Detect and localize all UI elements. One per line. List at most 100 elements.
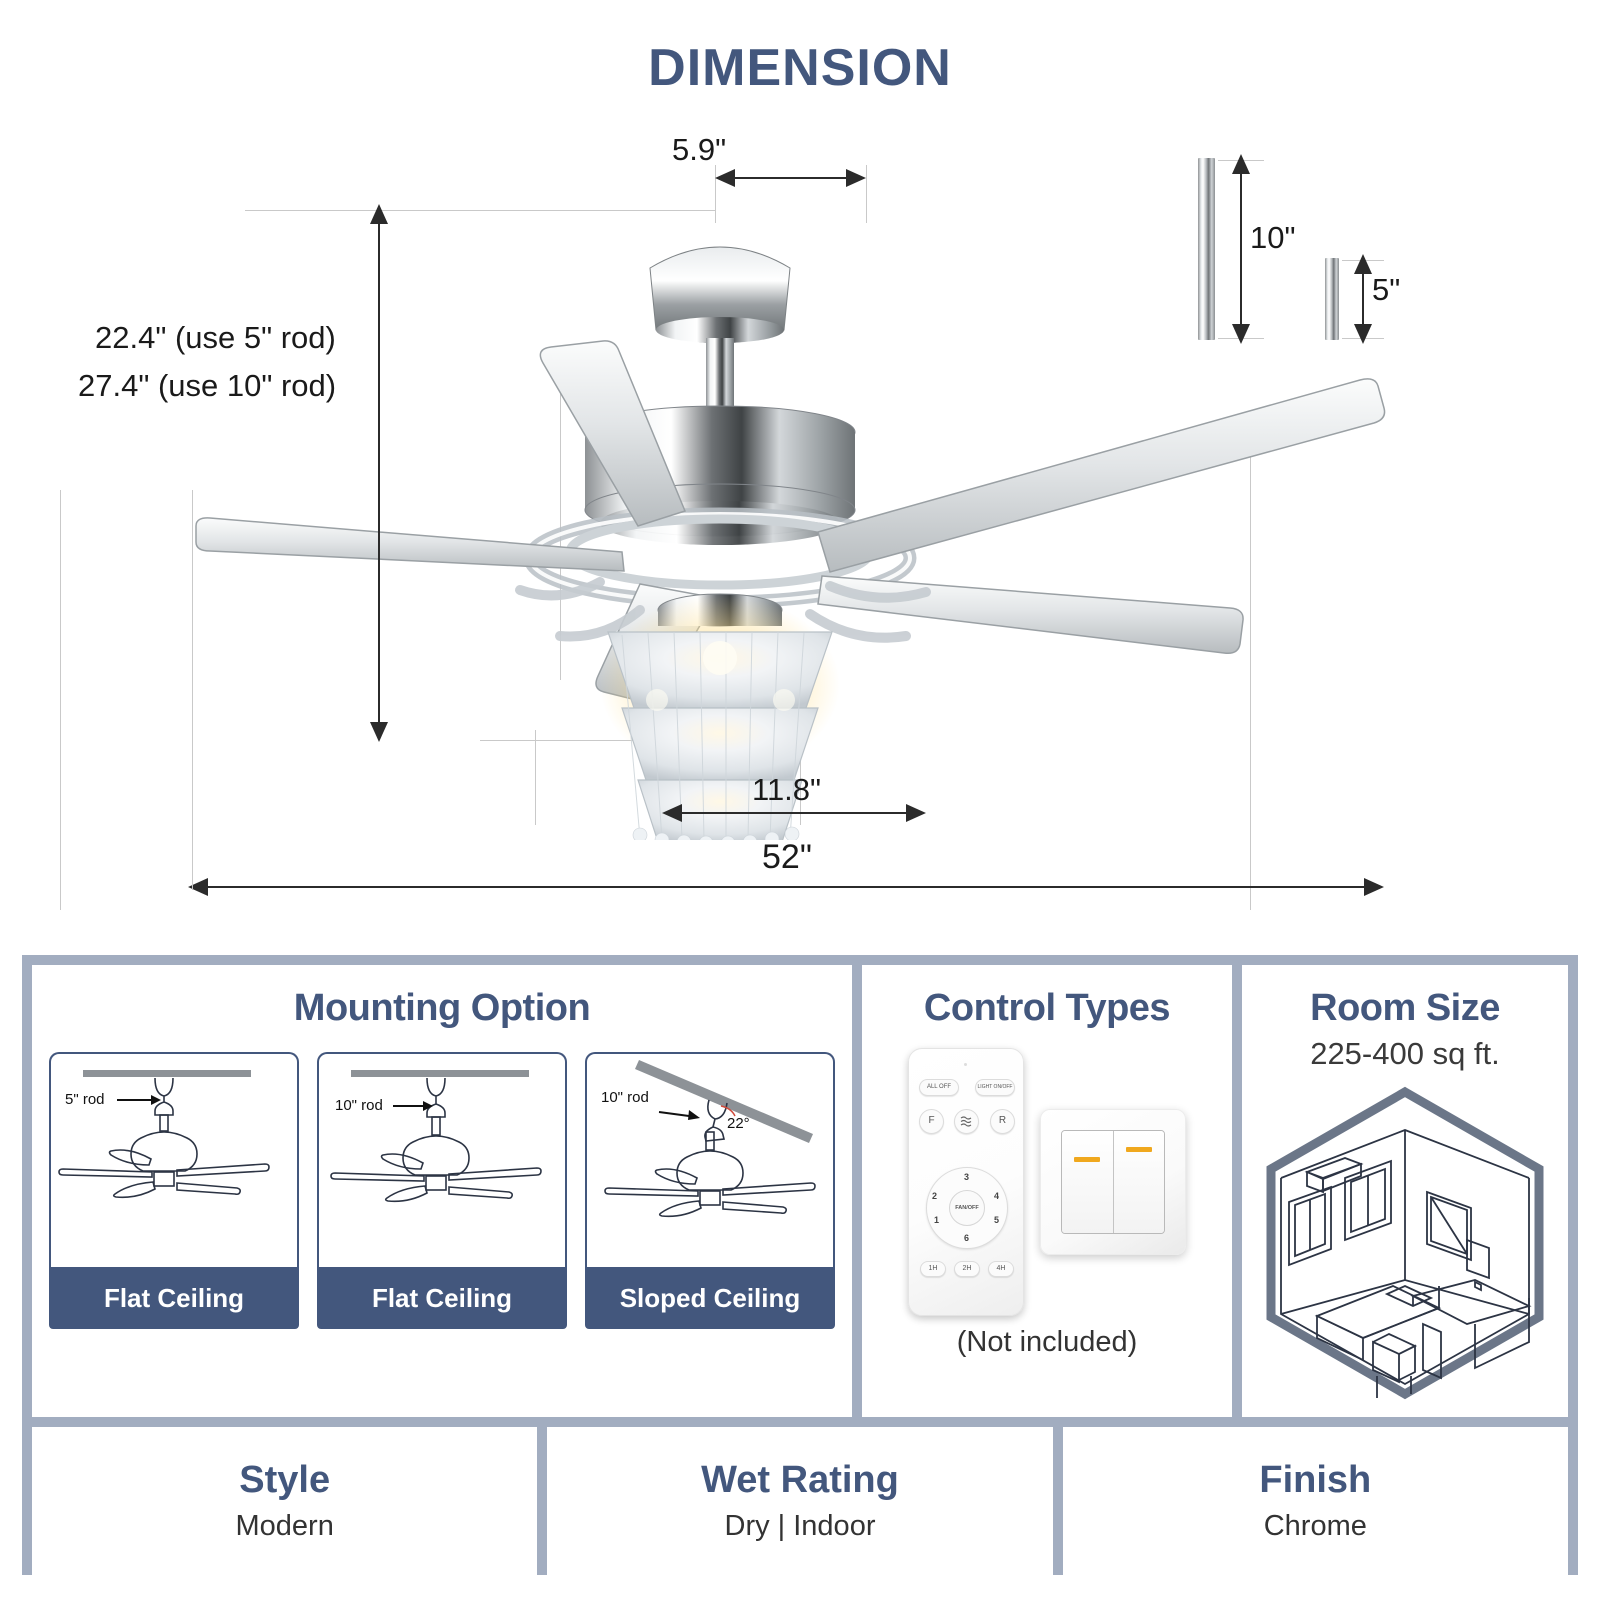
arrow-down-icon	[1232, 324, 1250, 344]
arrow-right-icon	[906, 804, 926, 822]
guide-line	[245, 210, 715, 211]
remote-timer-4h-button[interactable]: 4H	[988, 1261, 1014, 1277]
mounting-diagram-flat-10in: 10" rod	[317, 1052, 567, 1267]
mount-rod-label: 10" rod	[335, 1097, 383, 1114]
spec-wet-rating-title: Wet Rating	[701, 1459, 899, 1501]
remote-all-off-button[interactable]: ALL OFF	[919, 1079, 959, 1096]
downrod-5in	[1325, 258, 1339, 340]
arrow-up-icon	[1232, 154, 1250, 174]
mounting-option-title: Mounting Option	[293, 987, 591, 1029]
mounting-caption: Flat Ceiling	[49, 1267, 299, 1329]
dial-number[interactable]: 1	[934, 1215, 940, 1225]
spec-top-row: Mounting Option	[32, 965, 1568, 1417]
spec-wet-rating: Wet Rating Dry | Indoor	[547, 1427, 1053, 1575]
dim-blade-span: 52"	[762, 838, 812, 876]
remote-forward-button[interactable]: F	[919, 1109, 944, 1134]
dim-line-rod10	[1240, 166, 1242, 332]
control-devices: ALL OFF LIGHT ON/OFF F R FAN/OFF	[908, 1048, 1186, 1316]
dial-number[interactable]: 4	[994, 1191, 1000, 1201]
fan-flat-10-svg: 10" rod	[330, 1070, 542, 1203]
mounting-caption: Flat Ceiling	[317, 1267, 567, 1329]
arrow-up-icon	[1354, 254, 1372, 274]
spec-style: Style Modern	[32, 1427, 538, 1575]
dim-height-5-rod: 22.4" (use 5" rod)	[95, 320, 336, 355]
spec-panel: Mounting Option	[22, 955, 1578, 1575]
remote-fan-off-button[interactable]: FAN/OFF	[949, 1190, 985, 1226]
wall-switch-left-rocker[interactable]	[1062, 1131, 1113, 1233]
mounting-option-item[interactable]: 5" rod Flat Ceiling	[49, 1052, 299, 1329]
mounting-diagram-sloped: 10" rod 22°	[585, 1052, 835, 1267]
dim-light-width: 11.8"	[752, 772, 822, 807]
fan-flat-5-svg: 5" rod	[58, 1070, 270, 1199]
mounting-diagram-flat-5in: 5" rod	[49, 1052, 299, 1267]
rocker-indicator-icon	[1074, 1157, 1101, 1162]
room-illustration	[1255, 1084, 1555, 1402]
guide-line	[192, 490, 193, 890]
spec-finish: Finish Chrome	[1062, 1427, 1568, 1575]
control-types-title: Control Types	[923, 987, 1171, 1029]
dim-height-10-rod: 27.4" (use 10" rod)	[78, 368, 337, 403]
downrod-10in	[1198, 158, 1215, 340]
dial-number[interactable]: 3	[964, 1172, 970, 1182]
dim-canopy-width: 5.9"	[672, 132, 727, 167]
mount-rod-label: 10" rod	[601, 1089, 649, 1106]
remote-timer-1h-button[interactable]: 1H	[920, 1261, 946, 1277]
mounting-option-item[interactable]: 10" rod 22° Sloped Ceiling	[585, 1052, 835, 1329]
page-title: DIMENSION	[648, 39, 952, 97]
mounting-option-item[interactable]: 10" rod Flat Ceiling	[317, 1052, 567, 1329]
mounting-caption: Sloped Ceiling	[585, 1267, 835, 1329]
remote-fan-speed-icon-button[interactable]	[954, 1109, 979, 1134]
arrow-right-icon	[846, 169, 866, 187]
spec-style-title: Style	[239, 1459, 331, 1501]
dim-rod-5: 5"	[1372, 272, 1401, 307]
wall-switch-body	[1061, 1130, 1165, 1234]
remote-timer-2h-button[interactable]: 2H	[954, 1261, 980, 1277]
dimension-diagram: 5.9" 22.4" (use 5" rod) 27.4" (use 10" r…	[0, 120, 1600, 940]
spec-finish-title: Finish	[1259, 1459, 1372, 1501]
dim-line-light	[672, 812, 920, 814]
dim-line-span	[198, 886, 1378, 888]
arrow-left-icon	[662, 804, 682, 822]
arrow-right-icon	[1364, 878, 1384, 896]
remote-control[interactable]: ALL OFF LIGHT ON/OFF F R FAN/OFF	[908, 1048, 1024, 1316]
guide-line	[535, 730, 536, 825]
dial-number[interactable]: 5	[994, 1215, 1000, 1225]
mount-rod-label: 5" rod	[65, 1091, 105, 1108]
mounting-options-list: 5" rod Flat Ceiling	[49, 1052, 835, 1329]
dim-line-rod5	[1362, 266, 1364, 332]
fan-sloped-svg: 10" rod 22°	[601, 1060, 816, 1218]
spec-bottom-row: Style Modern Wet Rating Dry | Indoor Fin…	[32, 1427, 1568, 1575]
guide-line	[480, 740, 720, 741]
arrow-left-icon	[188, 878, 208, 896]
guide-line	[560, 350, 561, 680]
arrow-down-icon	[370, 722, 388, 742]
spec-style-value: Modern	[235, 1510, 334, 1542]
wall-switch[interactable]	[1040, 1109, 1186, 1255]
rocker-indicator-icon	[1125, 1147, 1152, 1152]
wall-switch-right-rocker[interactable]	[1112, 1131, 1164, 1233]
remote-led-icon	[964, 1063, 967, 1066]
spec-wet-rating-value: Dry | Indoor	[724, 1510, 876, 1542]
fan-speed-icon	[960, 1116, 972, 1127]
dial-number[interactable]: 2	[932, 1191, 938, 1201]
dim-line-canopy	[722, 177, 862, 179]
mount-angle-label: 22°	[727, 1115, 750, 1132]
room-size-title: Room Size	[1310, 987, 1500, 1029]
remote-speed-dial[interactable]: FAN/OFF 1 2 3 4 5 6	[926, 1167, 1008, 1249]
guide-line	[1250, 450, 1251, 910]
dim-rod-10: 10"	[1250, 220, 1296, 255]
guide-line	[866, 165, 867, 223]
room-hex-svg	[1266, 1086, 1544, 1400]
mounting-option-card: Mounting Option	[32, 965, 852, 1417]
arrow-left-icon	[715, 169, 735, 187]
remote-reverse-button[interactable]: R	[990, 1109, 1015, 1134]
control-types-card: Control Types ALL OFF LIGHT ON/OFF F	[862, 965, 1232, 1417]
guide-line	[60, 490, 61, 910]
dial-number[interactable]: 6	[964, 1233, 970, 1243]
remote-light-on-off-button[interactable]: LIGHT ON/OFF	[975, 1079, 1015, 1096]
ceiling-fan-illustration	[170, 180, 1420, 851]
dim-line-height	[378, 220, 380, 738]
room-size-card: Room Size 225-400 sq ft.	[1242, 965, 1568, 1417]
control-not-included-note: (Not included)	[956, 1326, 1138, 1358]
spec-finish-value: Chrome	[1263, 1510, 1367, 1542]
